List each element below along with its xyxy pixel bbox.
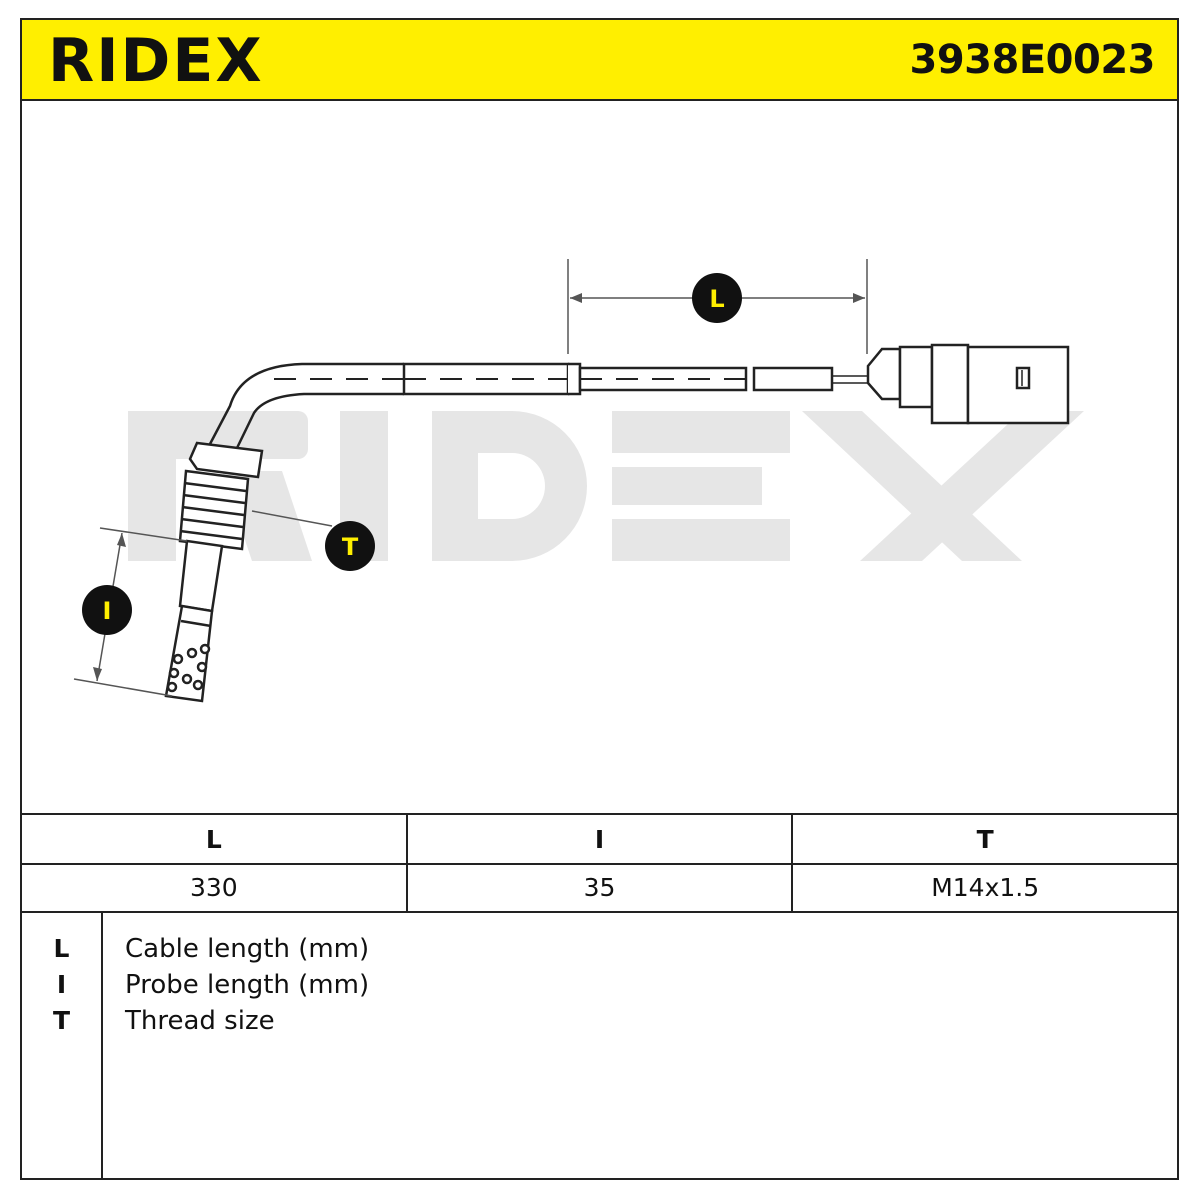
spec-value-probe-length: 35 <box>405 863 792 911</box>
thread-size-leader <box>251 510 333 527</box>
legend-description: Thread size <box>125 1006 275 1036</box>
legend-descriptions: Cable length (mm) Probe length (mm) Thre… <box>125 931 369 1039</box>
legend-keys: L I T <box>22 913 103 1178</box>
sensor-drawing: L T I <box>73 259 1084 703</box>
callout-i-label: I <box>103 597 112 625</box>
legend-key: I <box>56 970 67 999</box>
spec-header-probe-length: I <box>405 815 792 863</box>
spec-header-cable-length: L <box>205 824 222 854</box>
product-sheet: RIDEX 3938E0023 <box>20 18 1179 1180</box>
brand-logo: RIDEX <box>48 26 264 94</box>
sensor-body <box>164 343 1070 703</box>
callout-l-label: L <box>709 285 724 313</box>
spec-table-header: L I T <box>22 815 1177 865</box>
spec-table: L I T 330 35 M14x1.5 <box>22 813 1177 911</box>
callout-t-badge: T <box>325 521 375 571</box>
legend-description: Cable length (mm) <box>125 934 370 964</box>
header-bar: RIDEX 3938E0023 <box>22 20 1177 101</box>
part-number: 3938E0023 <box>909 37 1156 83</box>
legend-key: L <box>53 934 70 963</box>
spec-value-thread-size: M14x1.5 <box>791 863 1177 911</box>
callout-l-badge: L <box>692 273 742 323</box>
svg-text:RIDEX: RIDEX <box>48 26 264 94</box>
legend-key: T <box>52 1006 71 1035</box>
spec-table-values: 330 35 M14x1.5 <box>22 863 1177 911</box>
legend: L I T Cable length (mm) Probe length (mm… <box>22 911 1177 1178</box>
ridex-watermark <box>128 411 1084 561</box>
callout-i-badge: I <box>82 585 132 635</box>
spec-value-cable-length: 330 <box>189 872 238 902</box>
legend-description: Probe length (mm) <box>125 970 370 1000</box>
spec-header-thread-size: T <box>791 815 1177 863</box>
callout-t-label: T <box>342 533 359 561</box>
